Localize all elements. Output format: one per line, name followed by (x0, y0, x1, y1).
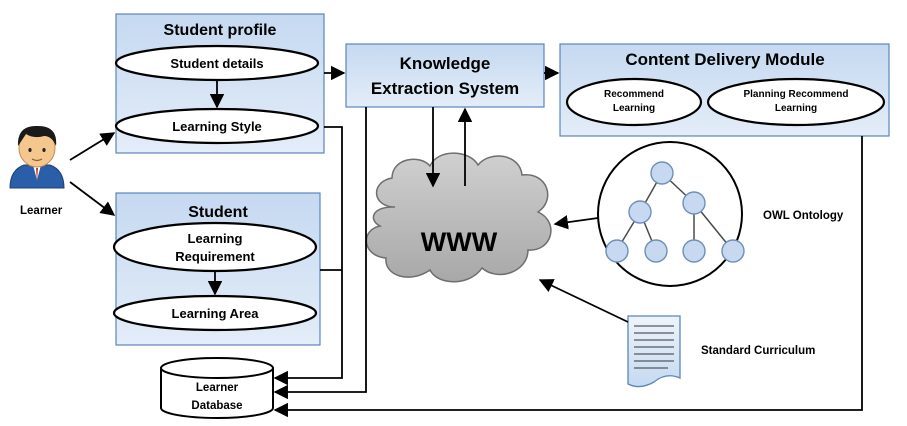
ontology-label: OWL Ontology (763, 210, 844, 222)
learner-label: Learner (20, 205, 63, 217)
database-label-2: Database (191, 400, 242, 412)
learning-requirement-label-2: Requirement (175, 249, 255, 264)
cdm-to-database-connector (273, 136, 863, 418)
student-details-label: Student details (170, 56, 263, 71)
document-icon (627, 315, 681, 388)
www-label: WWW (421, 227, 498, 257)
planning-label-1: Planning Recommend (743, 89, 848, 100)
kes-label-1: Knowledge (400, 54, 491, 73)
profile-to-database-connector (273, 126, 343, 386)
recommend-label-1: Recommend (604, 89, 664, 100)
database-label-1: Learner (196, 382, 239, 394)
student-title: Student (188, 204, 248, 221)
kes-to-database-connector (273, 107, 367, 400)
recommend-label-2: Learning (613, 103, 655, 114)
learning-style-node (114, 107, 320, 145)
planning-label-2: Learning (775, 103, 817, 114)
ontology-tree-icon (597, 141, 745, 287)
learner-to-profile-arrow (69, 132, 116, 161)
planning-recommend-node (706, 77, 886, 127)
curriculum-label: Standard Curriculum (701, 345, 815, 357)
learning-requirement-label-1: Learning (188, 231, 243, 246)
www-cloud (365, 152, 552, 283)
database-icon (160, 357, 274, 419)
learning-area-label: Learning Area (172, 306, 260, 321)
student-profile-title: Student profile (164, 22, 277, 39)
ontology-to-www-arrow (553, 215, 599, 230)
learning-style-label: Learning Style (172, 119, 262, 134)
learning-area-node (112, 294, 318, 332)
learner-to-student-arrow (69, 181, 116, 216)
curriculum-to-www-arrow (538, 279, 629, 323)
cdm-title: Content Delivery Module (625, 50, 824, 69)
kes-label-2: Extraction System (371, 79, 519, 98)
learner-icon (9, 125, 65, 189)
recommend-learning-node (565, 77, 703, 127)
knowledge-extraction-box (345, 43, 545, 108)
